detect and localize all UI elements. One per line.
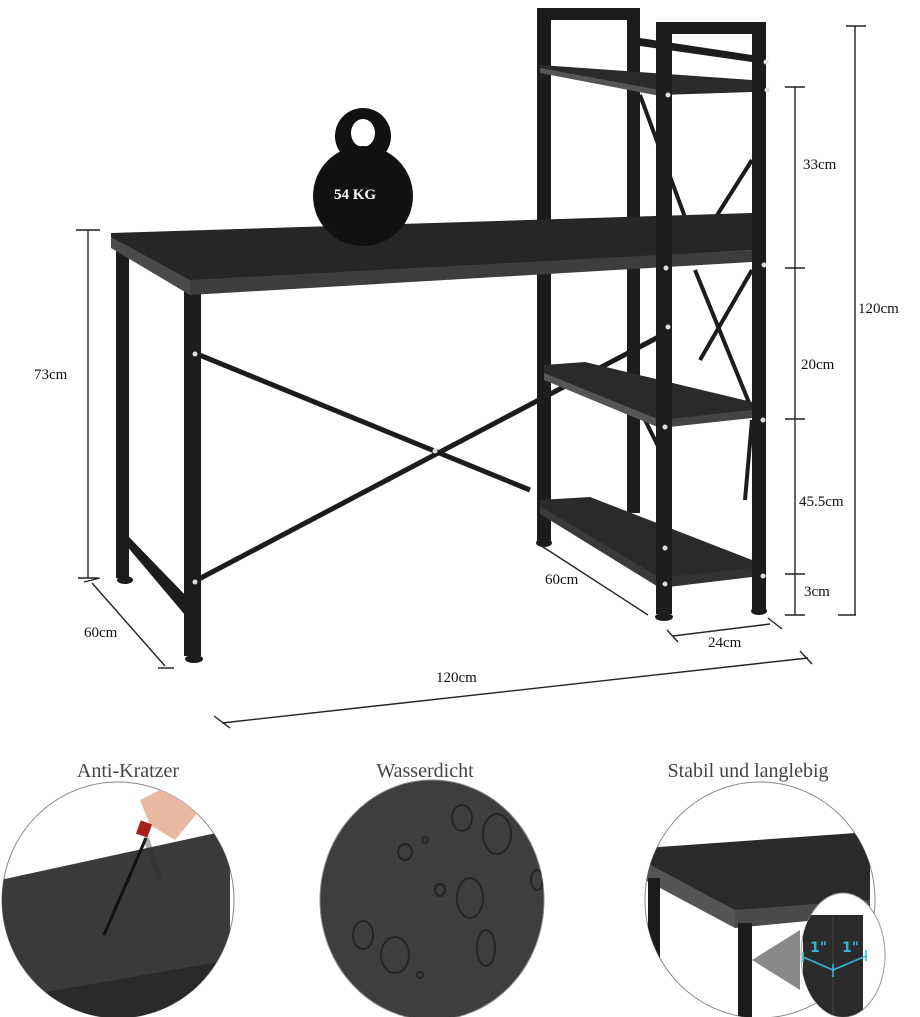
shelf-width-label: 24cm bbox=[708, 635, 742, 651]
feature-title-waterproof: Wasserdicht bbox=[376, 760, 474, 782]
feature-title-anti-scratch: Anti-Kratzer bbox=[76, 760, 180, 782]
shelf-gap-4-label: 3cm bbox=[804, 584, 830, 600]
feature-waterproof-image bbox=[319, 779, 545, 1017]
middle-shelf bbox=[544, 362, 752, 425]
desk-frame bbox=[116, 240, 203, 663]
desk-depth-label: 60cm bbox=[84, 625, 118, 641]
total-height-label: 120cm bbox=[858, 301, 899, 317]
desk-height-label: 73cm bbox=[34, 367, 68, 383]
shelf-depth-label: 60cm bbox=[545, 572, 579, 588]
load-capacity-label: 54 KG bbox=[334, 187, 377, 203]
bolts bbox=[192, 351, 438, 585]
bottom-shelf bbox=[540, 497, 752, 582]
profile-width-label-2: 1" bbox=[842, 940, 860, 956]
profile-width-label-1: 1" bbox=[810, 940, 828, 956]
feature-title-sturdy: Stabil und langlebig bbox=[667, 760, 829, 782]
dimension-indicator bbox=[802, 950, 867, 977]
total-width-label: 120cm bbox=[436, 670, 477, 686]
shelf-gap-3-label: 45.5cm bbox=[799, 494, 844, 510]
shelf-gap-1-label: 33cm bbox=[803, 157, 837, 173]
dimension-lines bbox=[76, 25, 866, 729]
feature-anti-scratch-image bbox=[1, 781, 235, 1017]
feature-sturdy-image bbox=[644, 781, 886, 1017]
weight-icon bbox=[313, 108, 413, 246]
desktop bbox=[111, 213, 752, 283]
top-shelf bbox=[540, 65, 752, 95]
shelf-gap-2-label: 20cm bbox=[801, 357, 835, 373]
